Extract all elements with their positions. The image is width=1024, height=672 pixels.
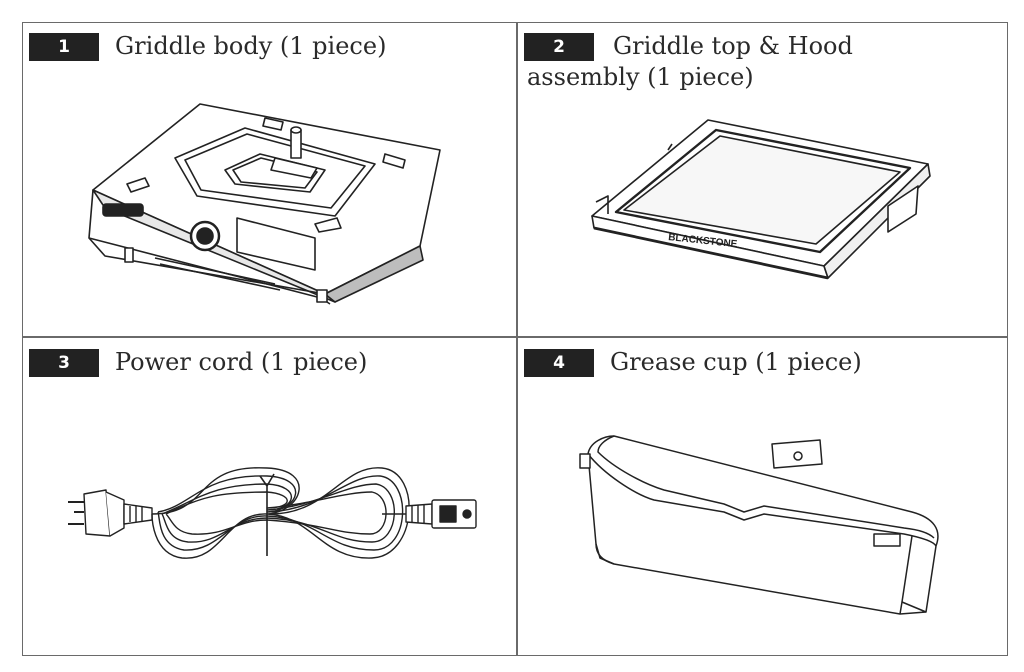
item-caption: Grease cup (1 piece) xyxy=(610,348,862,376)
item-caption: Griddle top & Hood assembly (1 piece) xyxy=(527,32,853,91)
griddle-body-illustration xyxy=(85,98,455,308)
item-number-badge: 3 xyxy=(29,349,99,377)
item-caption: Power cord (1 piece) xyxy=(115,348,368,376)
item-number-badge: 1 xyxy=(29,33,99,61)
item-number-badge: 4 xyxy=(524,349,594,377)
column-divider xyxy=(516,23,518,655)
item-caption: Griddle body (1 piece) xyxy=(115,32,387,60)
parts-list-grid xyxy=(22,22,1008,656)
power-cord-illustration xyxy=(62,454,492,574)
row-divider xyxy=(23,336,1007,338)
item-number-badge: 2 xyxy=(524,33,594,61)
grease-cup-illustration xyxy=(574,434,944,620)
griddle-top-hood-illustration: BLACKSTONE xyxy=(588,116,934,280)
